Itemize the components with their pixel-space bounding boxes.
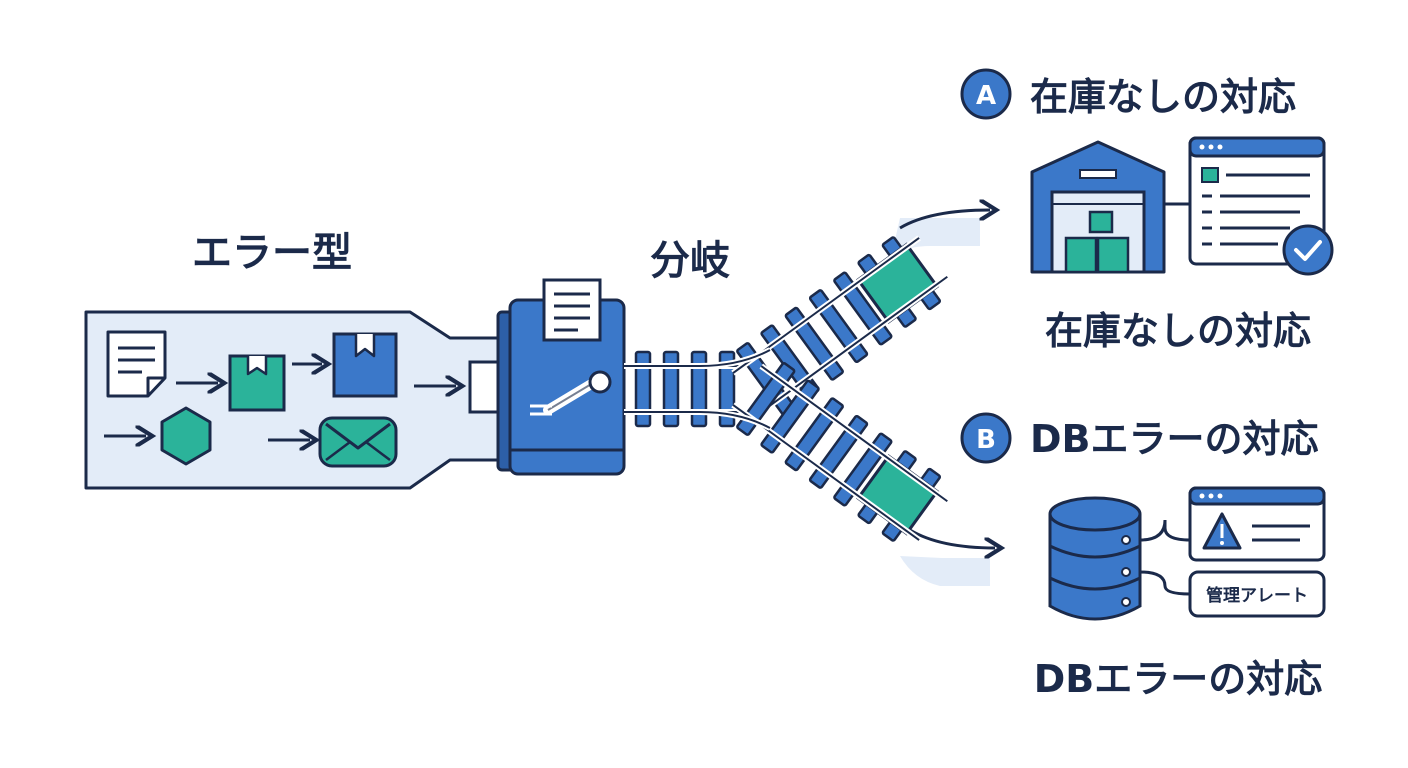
warehouse-icon xyxy=(1030,140,1166,274)
route-a-heading: 在庫なしの対応 xyxy=(1030,75,1296,119)
admin-alert-button[interactable]: 管理アレート xyxy=(1188,570,1326,618)
route-a: A 在庫なしの対応 在庫なしの対応 xyxy=(960,68,1334,353)
document-icon xyxy=(106,330,167,398)
route-b: B DBエラーの対応 xyxy=(960,412,1326,701)
branch-label: 分岐 xyxy=(650,238,730,284)
envelope-icon xyxy=(318,416,398,468)
box-icon xyxy=(332,332,398,398)
route-a-badge-letter: A xyxy=(976,81,996,111)
database-icon xyxy=(1048,496,1142,621)
route-b-caption: DBエラーの対応 xyxy=(1034,657,1323,701)
error-type-label: エラー型 xyxy=(192,230,352,276)
switch-lever-icon xyxy=(530,370,612,416)
warning-window-icon xyxy=(1188,486,1326,562)
route-b-badge-letter: B xyxy=(976,425,996,455)
connector-line xyxy=(1139,519,1191,542)
route-b-heading: DBエラーの対応 xyxy=(1030,417,1319,461)
admin-alert-label: 管理アレート xyxy=(1206,585,1308,606)
route-a-caption: 在庫なしの対応 xyxy=(1045,309,1311,353)
route-a-badge xyxy=(960,68,1012,120)
route-b-badge xyxy=(960,412,1012,464)
paper-icon xyxy=(542,278,602,342)
check-circle-icon xyxy=(1282,224,1334,276)
router-machine-icon xyxy=(496,278,626,476)
box-icon xyxy=(228,354,286,412)
railway-tracks xyxy=(624,210,995,586)
hexagon-icon xyxy=(160,406,212,466)
warning-icon xyxy=(1202,512,1242,550)
connector-line xyxy=(1139,570,1191,596)
